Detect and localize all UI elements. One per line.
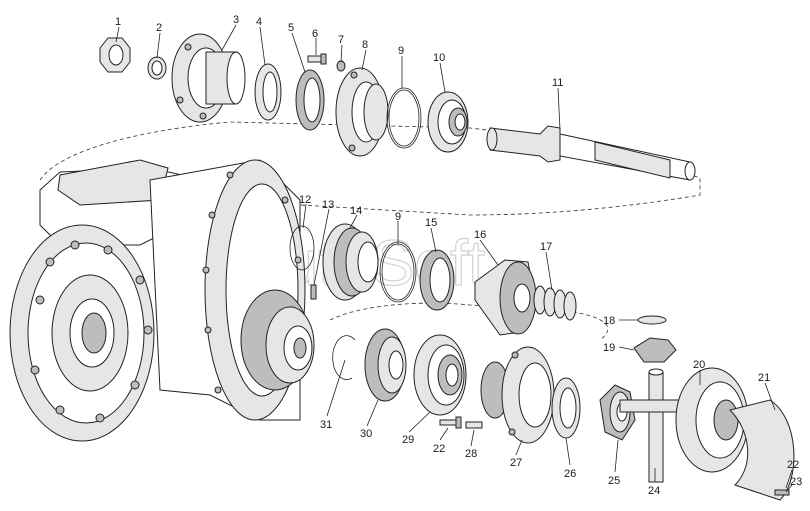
callout-20: 20 <box>693 359 705 371</box>
callout-2: 2 <box>156 22 162 34</box>
callout-12: 12 <box>299 194 311 206</box>
part-19-pinion-gear <box>633 337 677 363</box>
callout-1: 1 <box>115 16 121 28</box>
part-6-bolt <box>307 53 327 65</box>
part-13-pin <box>310 284 317 300</box>
part-9-o-ring-upper <box>386 87 422 149</box>
callout-21: 21 <box>758 372 770 384</box>
part-31-snap-ring <box>332 335 356 381</box>
callout-11: 11 <box>552 77 563 89</box>
part-11-splined-shaft <box>486 125 696 181</box>
callout-8: 8 <box>362 39 368 51</box>
part-7-lock-washer <box>336 60 346 72</box>
part-14-bearing-assembly <box>322 223 379 301</box>
callout-4: 4 <box>256 16 262 28</box>
part-1-nut <box>99 37 131 73</box>
part-3-flange <box>171 33 246 123</box>
callout-24: 24 <box>648 485 660 497</box>
callout-31: 31 <box>320 419 332 431</box>
callout-18: 18 <box>603 315 615 327</box>
part-22-bolt-lower <box>439 416 462 429</box>
callout-3: 3 <box>233 14 239 26</box>
part-10-bearing <box>427 91 469 153</box>
callout-29: 29 <box>402 434 414 446</box>
callout-10: 10 <box>433 52 445 64</box>
callout-19: 19 <box>603 342 615 354</box>
part-18-thrust-washer <box>637 315 667 325</box>
part-12-ring <box>289 225 315 271</box>
part-15-seal <box>419 249 455 311</box>
part-29-bearing <box>413 334 467 416</box>
callout-22-right: 22 <box>787 459 799 471</box>
part-17-spring <box>533 285 577 321</box>
callout-6: 6 <box>312 28 318 40</box>
part-30-gear <box>364 328 407 402</box>
part-2-washer <box>147 56 167 80</box>
part-4-seal <box>254 63 282 121</box>
callout-25: 25 <box>608 475 620 487</box>
callout-9-middle: 9 <box>395 211 401 223</box>
callout-5: 5 <box>288 22 294 34</box>
housing-pinion-gear <box>240 289 315 391</box>
callout-23: 23 <box>790 476 802 488</box>
part-23-screw <box>774 489 790 496</box>
callout-13: 13 <box>322 199 334 211</box>
part-26-shim <box>551 377 581 439</box>
leader-lines <box>115 24 793 493</box>
callout-7: 7 <box>338 34 344 46</box>
callout-28: 28 <box>465 448 477 460</box>
callout-26: 26 <box>564 468 576 480</box>
part-27-differential-carrier <box>480 346 555 444</box>
part-5-seal <box>295 69 325 131</box>
part-8-bearing-cap <box>335 67 389 157</box>
part-16-bevel-gear <box>474 259 537 336</box>
callout-14: 14 <box>350 205 362 217</box>
part-28-stud <box>465 421 483 429</box>
housing-bolt-holes <box>30 171 302 423</box>
part-housing <box>9 159 315 442</box>
callout-9-upper: 9 <box>398 45 404 57</box>
callout-labels: 1 2 3 4 5 6 7 8 9 10 11 12 13 14 9 15 16… <box>115 14 802 497</box>
part-21-cover-shell <box>729 399 795 501</box>
callout-17: 17 <box>540 241 552 253</box>
callout-30: 30 <box>360 428 372 440</box>
part-20-differential-case <box>675 367 749 473</box>
callout-27: 27 <box>510 457 522 469</box>
assembly-guide-lower <box>329 302 609 341</box>
callout-15: 15 <box>425 217 437 229</box>
callout-16: 16 <box>474 229 486 241</box>
part-24-cross-shaft <box>619 368 697 483</box>
callout-22-lower: 22 <box>433 443 445 455</box>
